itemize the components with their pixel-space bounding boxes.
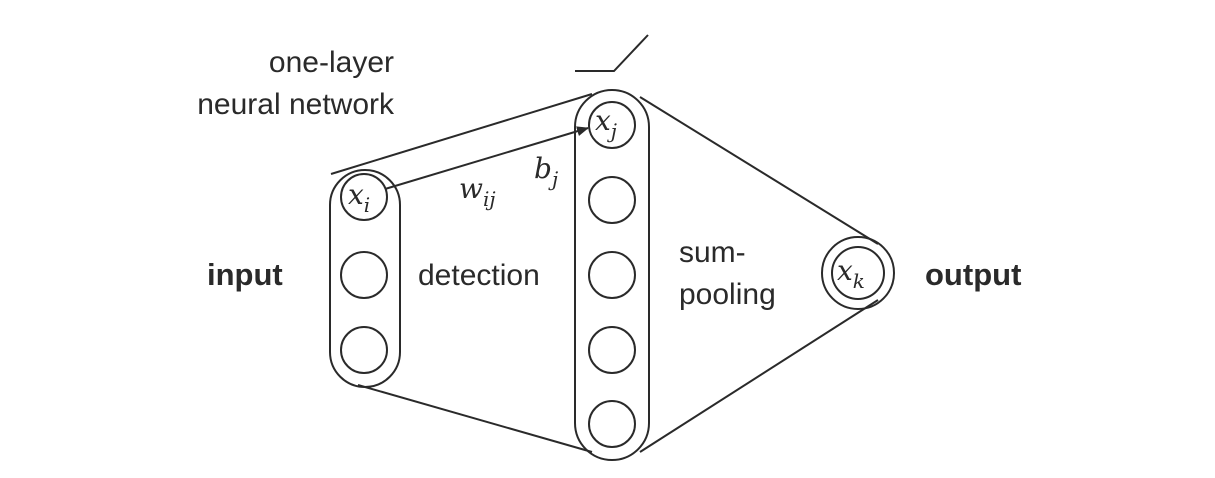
- detection-node-xj: [588, 101, 636, 149]
- bias-label: bj: [534, 152, 558, 191]
- sum-pooling-label-line1: sum-: [679, 236, 746, 269]
- output-layer: [821, 236, 895, 310]
- one-layer-label-line2: neural network: [197, 88, 395, 121]
- xk-label: xk: [837, 254, 865, 293]
- one-layer-label-line1: one-layer: [269, 46, 394, 79]
- hull-line-output-bottom: [639, 299, 879, 453]
- input-label: input: [207, 257, 283, 292]
- hull-line-output-top: [639, 96, 879, 245]
- output-node-ring: [821, 236, 895, 310]
- xi-label: xi: [348, 178, 370, 217]
- weight-arrow: [384, 126, 589, 190]
- hull-line-input-top: [330, 93, 593, 175]
- input-node: [340, 251, 388, 299]
- detection-node: [588, 400, 636, 448]
- detection-label: detection: [418, 259, 540, 292]
- detection-node: [588, 176, 636, 224]
- output-node-xk: [831, 246, 885, 300]
- activation-function-icon: [575, 34, 649, 72]
- weight-label: wij: [459, 172, 496, 211]
- hull-line-input-bottom: [357, 384, 593, 453]
- sum-pooling-label-line2: pooling: [679, 278, 776, 311]
- input-layer-capsule: [329, 169, 401, 388]
- detection-layer: [574, 89, 650, 461]
- input-node: [340, 326, 388, 374]
- output-label: output: [925, 257, 1021, 292]
- detection-layer-capsule: [574, 89, 650, 461]
- detection-node: [588, 326, 636, 374]
- xj-label: xj: [595, 104, 617, 143]
- network-hull: [330, 93, 879, 453]
- detection-node: [588, 251, 636, 299]
- input-node-xi: [340, 173, 388, 221]
- input-layer: [329, 169, 401, 388]
